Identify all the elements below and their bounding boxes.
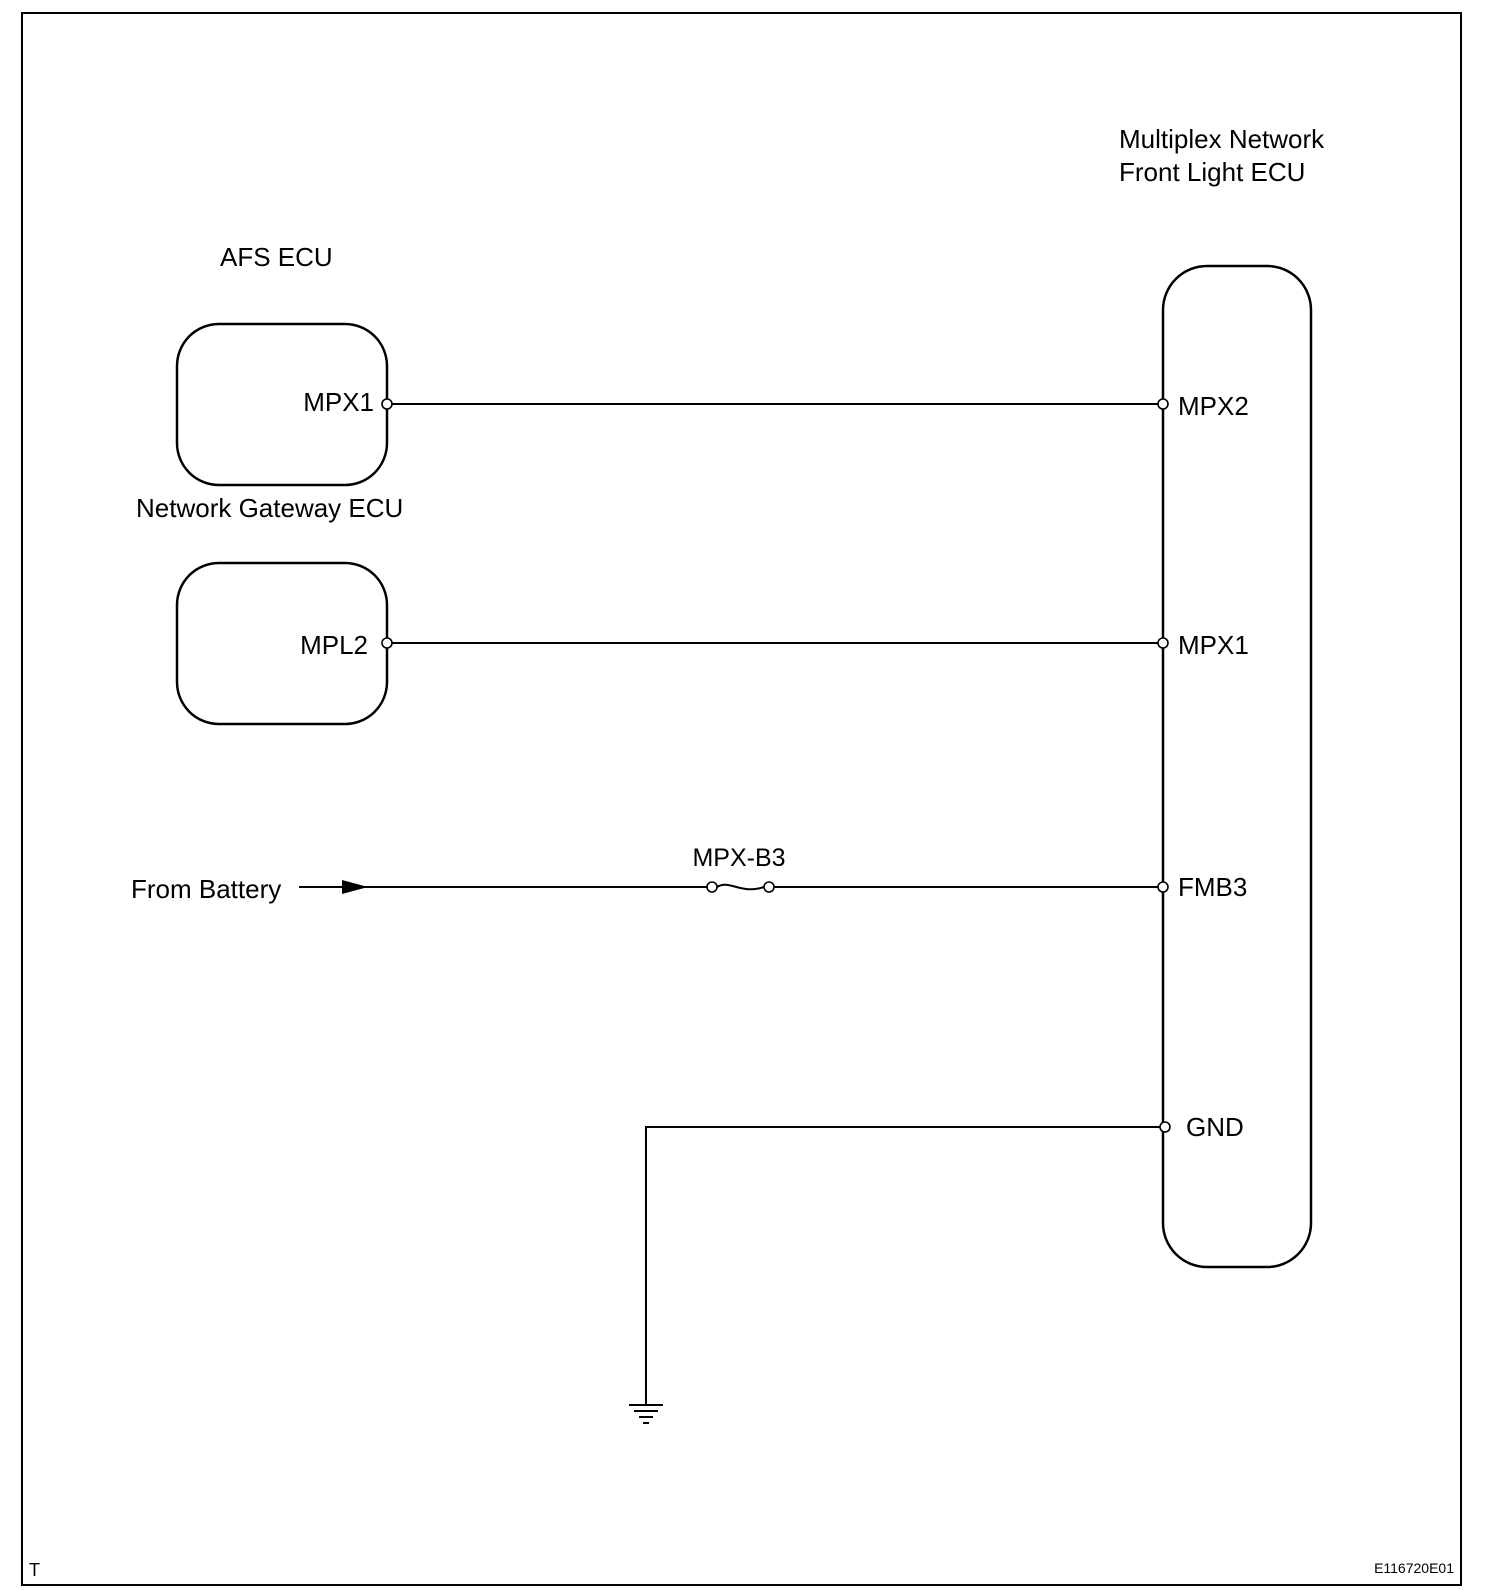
front-light-ecu-title-line2: Front Light ECU [1119,157,1305,187]
terminal-front-fmb3 [1157,881,1169,893]
network-gateway-ecu-title: Network Gateway ECU [136,493,403,523]
diagram-frame [21,12,1462,1586]
terminal-gateway-mpl2 [381,637,393,649]
terminal-front-mpx2 [1157,398,1169,410]
terminal-label-front-gnd: GND [1186,1112,1244,1142]
ground-icon [629,1404,663,1424]
fuse-label: MPX-B3 [692,844,785,872]
terminal-front-mpx1 [1157,637,1169,649]
arrow-icon [342,880,368,894]
terminal-label-afs-mpx1: MPX1 [303,387,374,417]
terminal-label-gateway-mpl2: MPL2 [300,630,368,660]
fuse-icon [706,881,775,893]
terminal-label-front-fmb3: FMB3 [1178,872,1247,902]
front-light-ecu-title-line1: Multiplex Network [1119,124,1325,154]
terminal-label-front-mpx1: MPX1 [1178,630,1249,660]
afs-ecu-title: AFS ECU [220,242,333,272]
wire-gnd [645,1126,1163,1405]
corner-mark: T [29,1560,40,1580]
source-label-battery: From Battery [131,874,281,904]
terminal-afs-mpx1 [381,398,393,410]
figure-id: E116720E01 [1374,1560,1454,1576]
terminal-label-front-mpx2: MPX2 [1178,391,1249,421]
terminal-front-gnd [1159,1121,1171,1133]
front-light-ecu-box [1161,264,1313,1269]
